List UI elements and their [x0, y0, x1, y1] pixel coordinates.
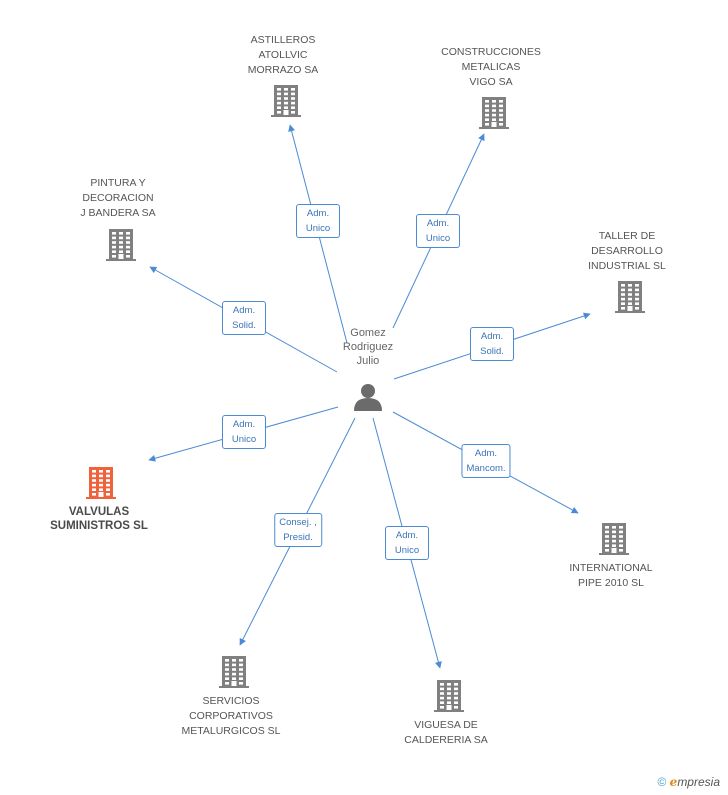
role-badge-valvulas: Adm. Unico [222, 415, 266, 449]
company-label-valvulas[interactable]: VALVULAS SUMINISTROS SL [50, 506, 148, 532]
company-label-pintura[interactable]: PINTURA Y DECORACION J BANDERA SA [80, 177, 156, 219]
role-badge-viguesa: Adm. Unico [385, 526, 429, 560]
role-badge-astilleros: Adm. Unico [296, 204, 340, 238]
building-icon-pintura[interactable] [106, 229, 136, 261]
center-person-label[interactable]: Gomez Rodriguez Julio [342, 327, 394, 367]
role-badge-construcciones: Adm. Unico [416, 214, 460, 248]
brand-initial: e [669, 775, 678, 789]
empresia-brand[interactable]: © empresia [657, 775, 720, 789]
company-label-international[interactable]: INTERNATIONAL PIPE 2010 SL [569, 562, 653, 589]
building-icon-taller[interactable] [615, 281, 645, 313]
company-label-construcciones[interactable]: CONSTRUCCIONES METALICAS VIGO SA [441, 46, 541, 88]
building-icon-viguesa[interactable] [434, 680, 464, 712]
person-icon[interactable] [354, 384, 382, 411]
role-badge-international: Adm. Mancom. [461, 444, 511, 478]
brand-name: mpresia [677, 775, 720, 789]
building-icon-valvulas[interactable] [86, 467, 116, 499]
company-label-taller[interactable]: TALLER DE DESARROLLO INDUSTRIAL SL [588, 230, 666, 272]
role-badge-servicios: Consej. , Presid. [274, 513, 322, 547]
company-label-viguesa[interactable]: VIGUESA DE CALDERERIA SA [404, 719, 488, 746]
role-badge-taller: Adm. Solid. [470, 327, 514, 361]
building-icon-international[interactable] [599, 523, 629, 555]
company-label-astilleros[interactable]: ASTILLEROS ATOLLVIC MORRAZO SA [247, 34, 319, 76]
company-label-servicios[interactable]: SERVICIOS CORPORATIVOS METALURGICOS SL [181, 695, 281, 737]
role-badge-pintura: Adm. Solid. [222, 301, 266, 335]
copyright-symbol: © [657, 775, 667, 789]
building-icon-servicios[interactable] [219, 656, 249, 688]
building-icon-construcciones[interactable] [479, 97, 509, 129]
building-icon-astilleros[interactable] [271, 85, 301, 117]
